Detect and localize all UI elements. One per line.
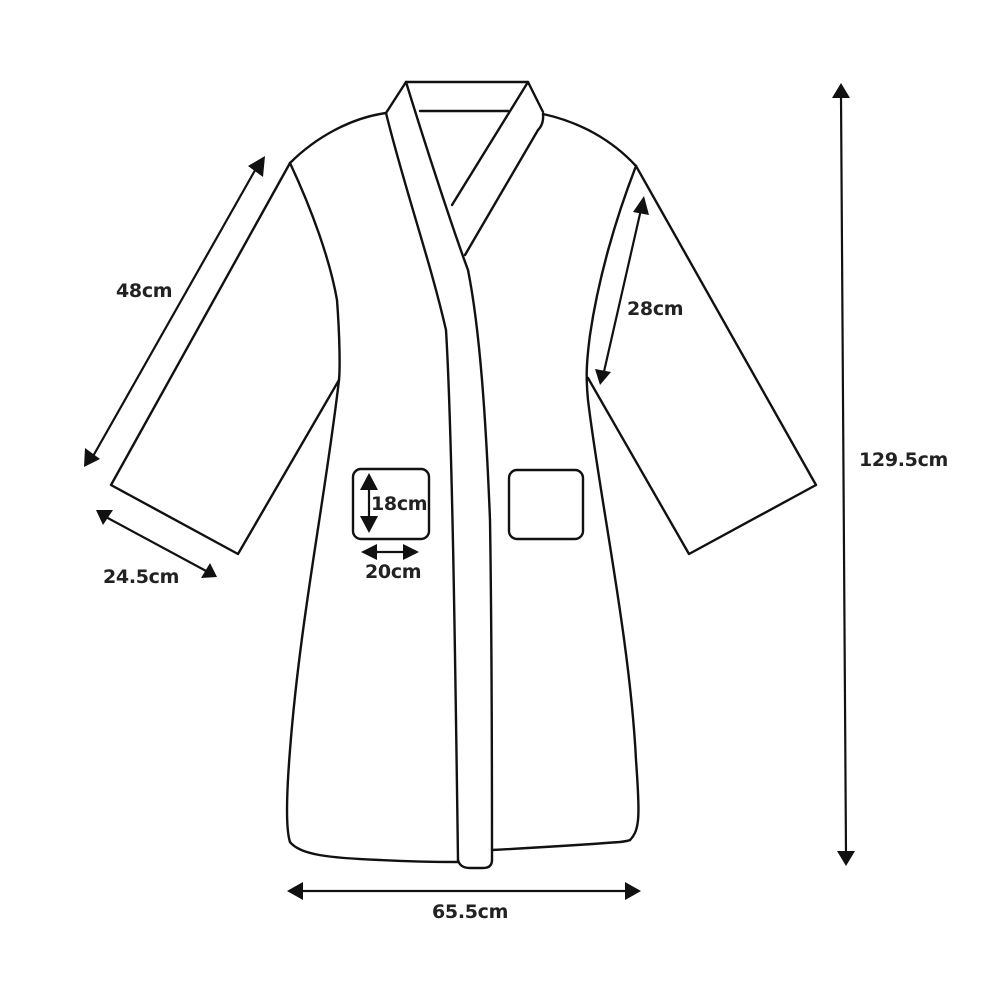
arrowhead-icon xyxy=(633,196,649,215)
dimension-hem-width xyxy=(287,882,641,900)
arrowhead-icon xyxy=(625,882,641,900)
front-band-bottom xyxy=(456,858,494,870)
dimension-cuff-width xyxy=(96,510,217,578)
label-sleeve-length: 48cm xyxy=(116,280,173,302)
arrowhead-icon xyxy=(361,544,377,560)
left-lapel-outer xyxy=(384,80,460,862)
left-pocket xyxy=(351,467,431,541)
right-shoulder xyxy=(541,112,638,168)
right-lapel-inner xyxy=(463,112,545,257)
arrowhead-icon xyxy=(248,156,265,177)
dimension-pocket-width xyxy=(361,544,419,560)
right-lapel-outer xyxy=(450,80,530,207)
dimension-sleeve-length xyxy=(84,156,265,467)
arrowhead-icon xyxy=(96,510,113,525)
right-pocket xyxy=(507,468,585,541)
label-pocket-width: 20cm xyxy=(365,561,422,583)
robe-outline xyxy=(109,80,818,870)
arrowhead-icon xyxy=(287,882,303,900)
arrowhead-icon xyxy=(201,563,217,578)
label-total-length: 129.5cm xyxy=(859,449,949,471)
collar-back xyxy=(404,80,545,114)
dimension-armhole-depth xyxy=(595,196,649,385)
label-pocket-height: 18cm xyxy=(371,493,428,515)
label-armhole-depth: 28cm xyxy=(627,298,684,320)
dimension-pocket-height xyxy=(360,473,378,533)
dimension-total-length xyxy=(832,83,855,866)
arrowhead-icon xyxy=(360,473,378,490)
arrowhead-icon xyxy=(403,544,419,560)
right-hem xyxy=(490,838,632,852)
left-hem xyxy=(288,840,460,864)
arrowhead-icon xyxy=(84,448,100,467)
arrowhead-icon xyxy=(595,369,611,385)
label-cuff-width: 24.5cm xyxy=(103,566,180,588)
label-hem-width: 65.5cm xyxy=(432,901,509,923)
arrowhead-icon xyxy=(832,83,850,98)
left-body-side xyxy=(285,161,341,844)
left-sleeve xyxy=(109,161,341,556)
right-sleeve xyxy=(586,164,818,556)
left-lapel-inner xyxy=(404,80,494,862)
arrowhead-icon xyxy=(360,516,378,533)
right-body-side xyxy=(585,164,640,842)
arrowhead-icon xyxy=(837,851,855,866)
left-shoulder xyxy=(288,111,388,165)
